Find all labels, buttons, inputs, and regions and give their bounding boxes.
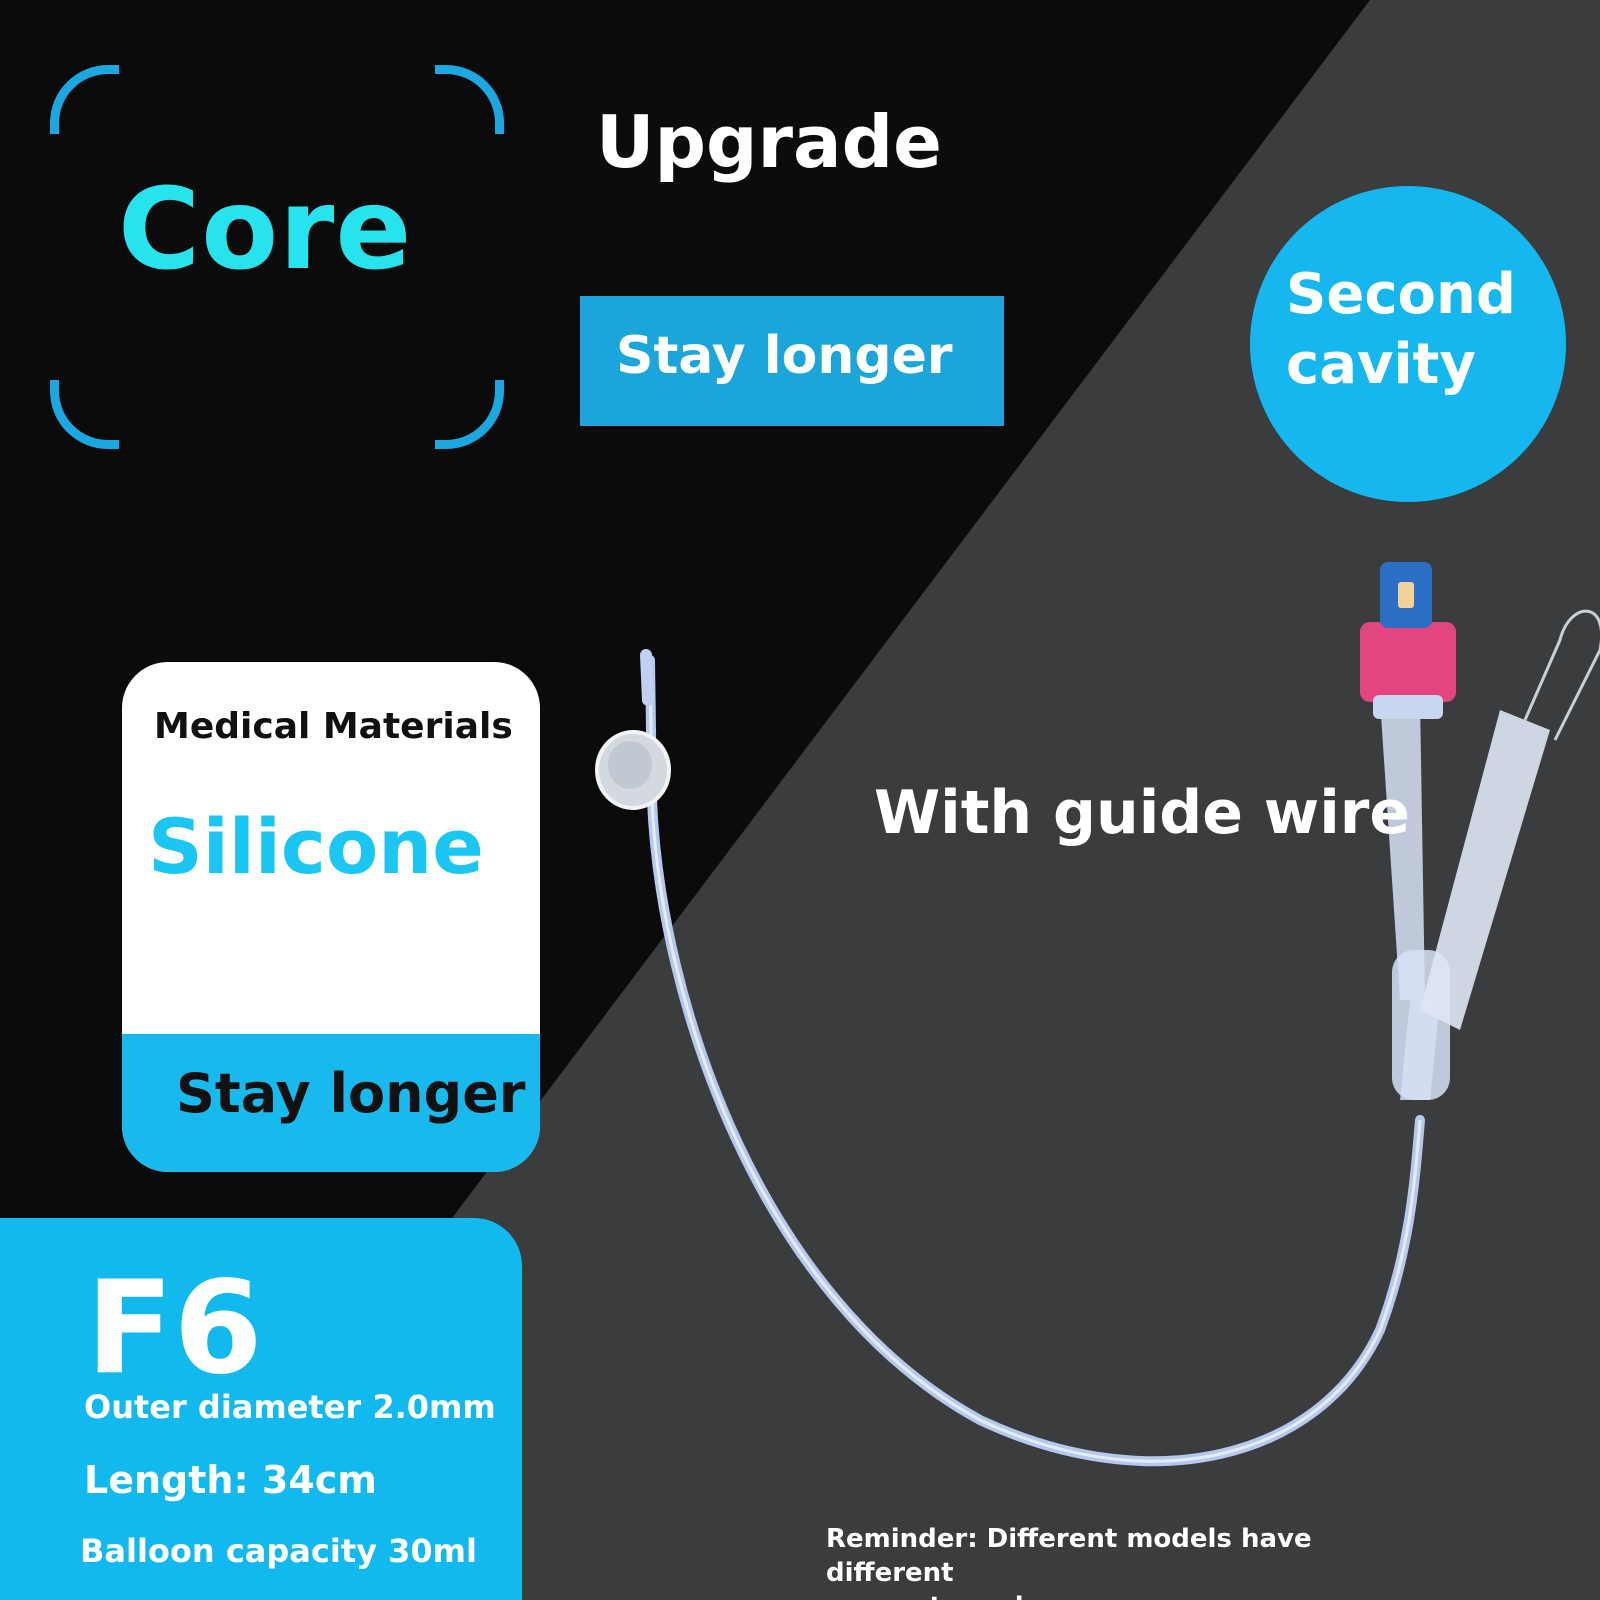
- reminder-line-2: connector colors: [826, 1590, 1446, 1600]
- connector-collar: [1373, 695, 1443, 719]
- reminder-line-1: Reminder: Different models have differen…: [826, 1524, 1312, 1588]
- core-title: Core: [118, 165, 413, 295]
- length: Length: 34cm: [84, 1458, 377, 1502]
- bracket-top-left: [50, 65, 119, 134]
- catheter-tip: [640, 649, 654, 706]
- balloon-capacity: Balloon capacity 30ml: [80, 1532, 477, 1570]
- stay-longer-label: Stay longer: [616, 326, 953, 386]
- second-cavity-badge: Second cavity: [1250, 186, 1566, 502]
- cap-valve: [1398, 582, 1414, 608]
- pink-connector: [1360, 622, 1456, 702]
- card-footer-label: Stay longer: [176, 1062, 526, 1125]
- guide-wire: [1523, 609, 1600, 741]
- materials-card: Medical Materials Silicone Stay longer: [122, 662, 540, 1172]
- catheter-tube-highlight: [648, 659, 1422, 1463]
- materials-header: Medical Materials: [154, 706, 513, 747]
- reminder-note: Reminder: Different models have differen…: [826, 1522, 1446, 1600]
- upgrade-box: [580, 68, 985, 248]
- balloon-port-branch: [1420, 710, 1550, 1030]
- card-footer-band: [122, 1034, 540, 1172]
- spec-panel: F6 Outer diameter 2.0mm Length: 34cm Bal…: [0, 1218, 522, 1600]
- guide-wire-label: With guide wire: [874, 778, 1411, 848]
- badge-line-1: Second: [1286, 262, 1516, 327]
- badge-line-2: cavity: [1286, 332, 1476, 397]
- upgrade-label: Upgrade: [596, 100, 943, 184]
- main-branch: [1380, 700, 1425, 1000]
- outer-diameter: Outer diameter 2.0mm: [84, 1388, 496, 1426]
- size-label: F6: [86, 1254, 263, 1403]
- material-name: Silicone: [148, 802, 484, 891]
- balloon-inner: [608, 741, 652, 789]
- stay-longer-banner: Stay longer: [580, 296, 1004, 426]
